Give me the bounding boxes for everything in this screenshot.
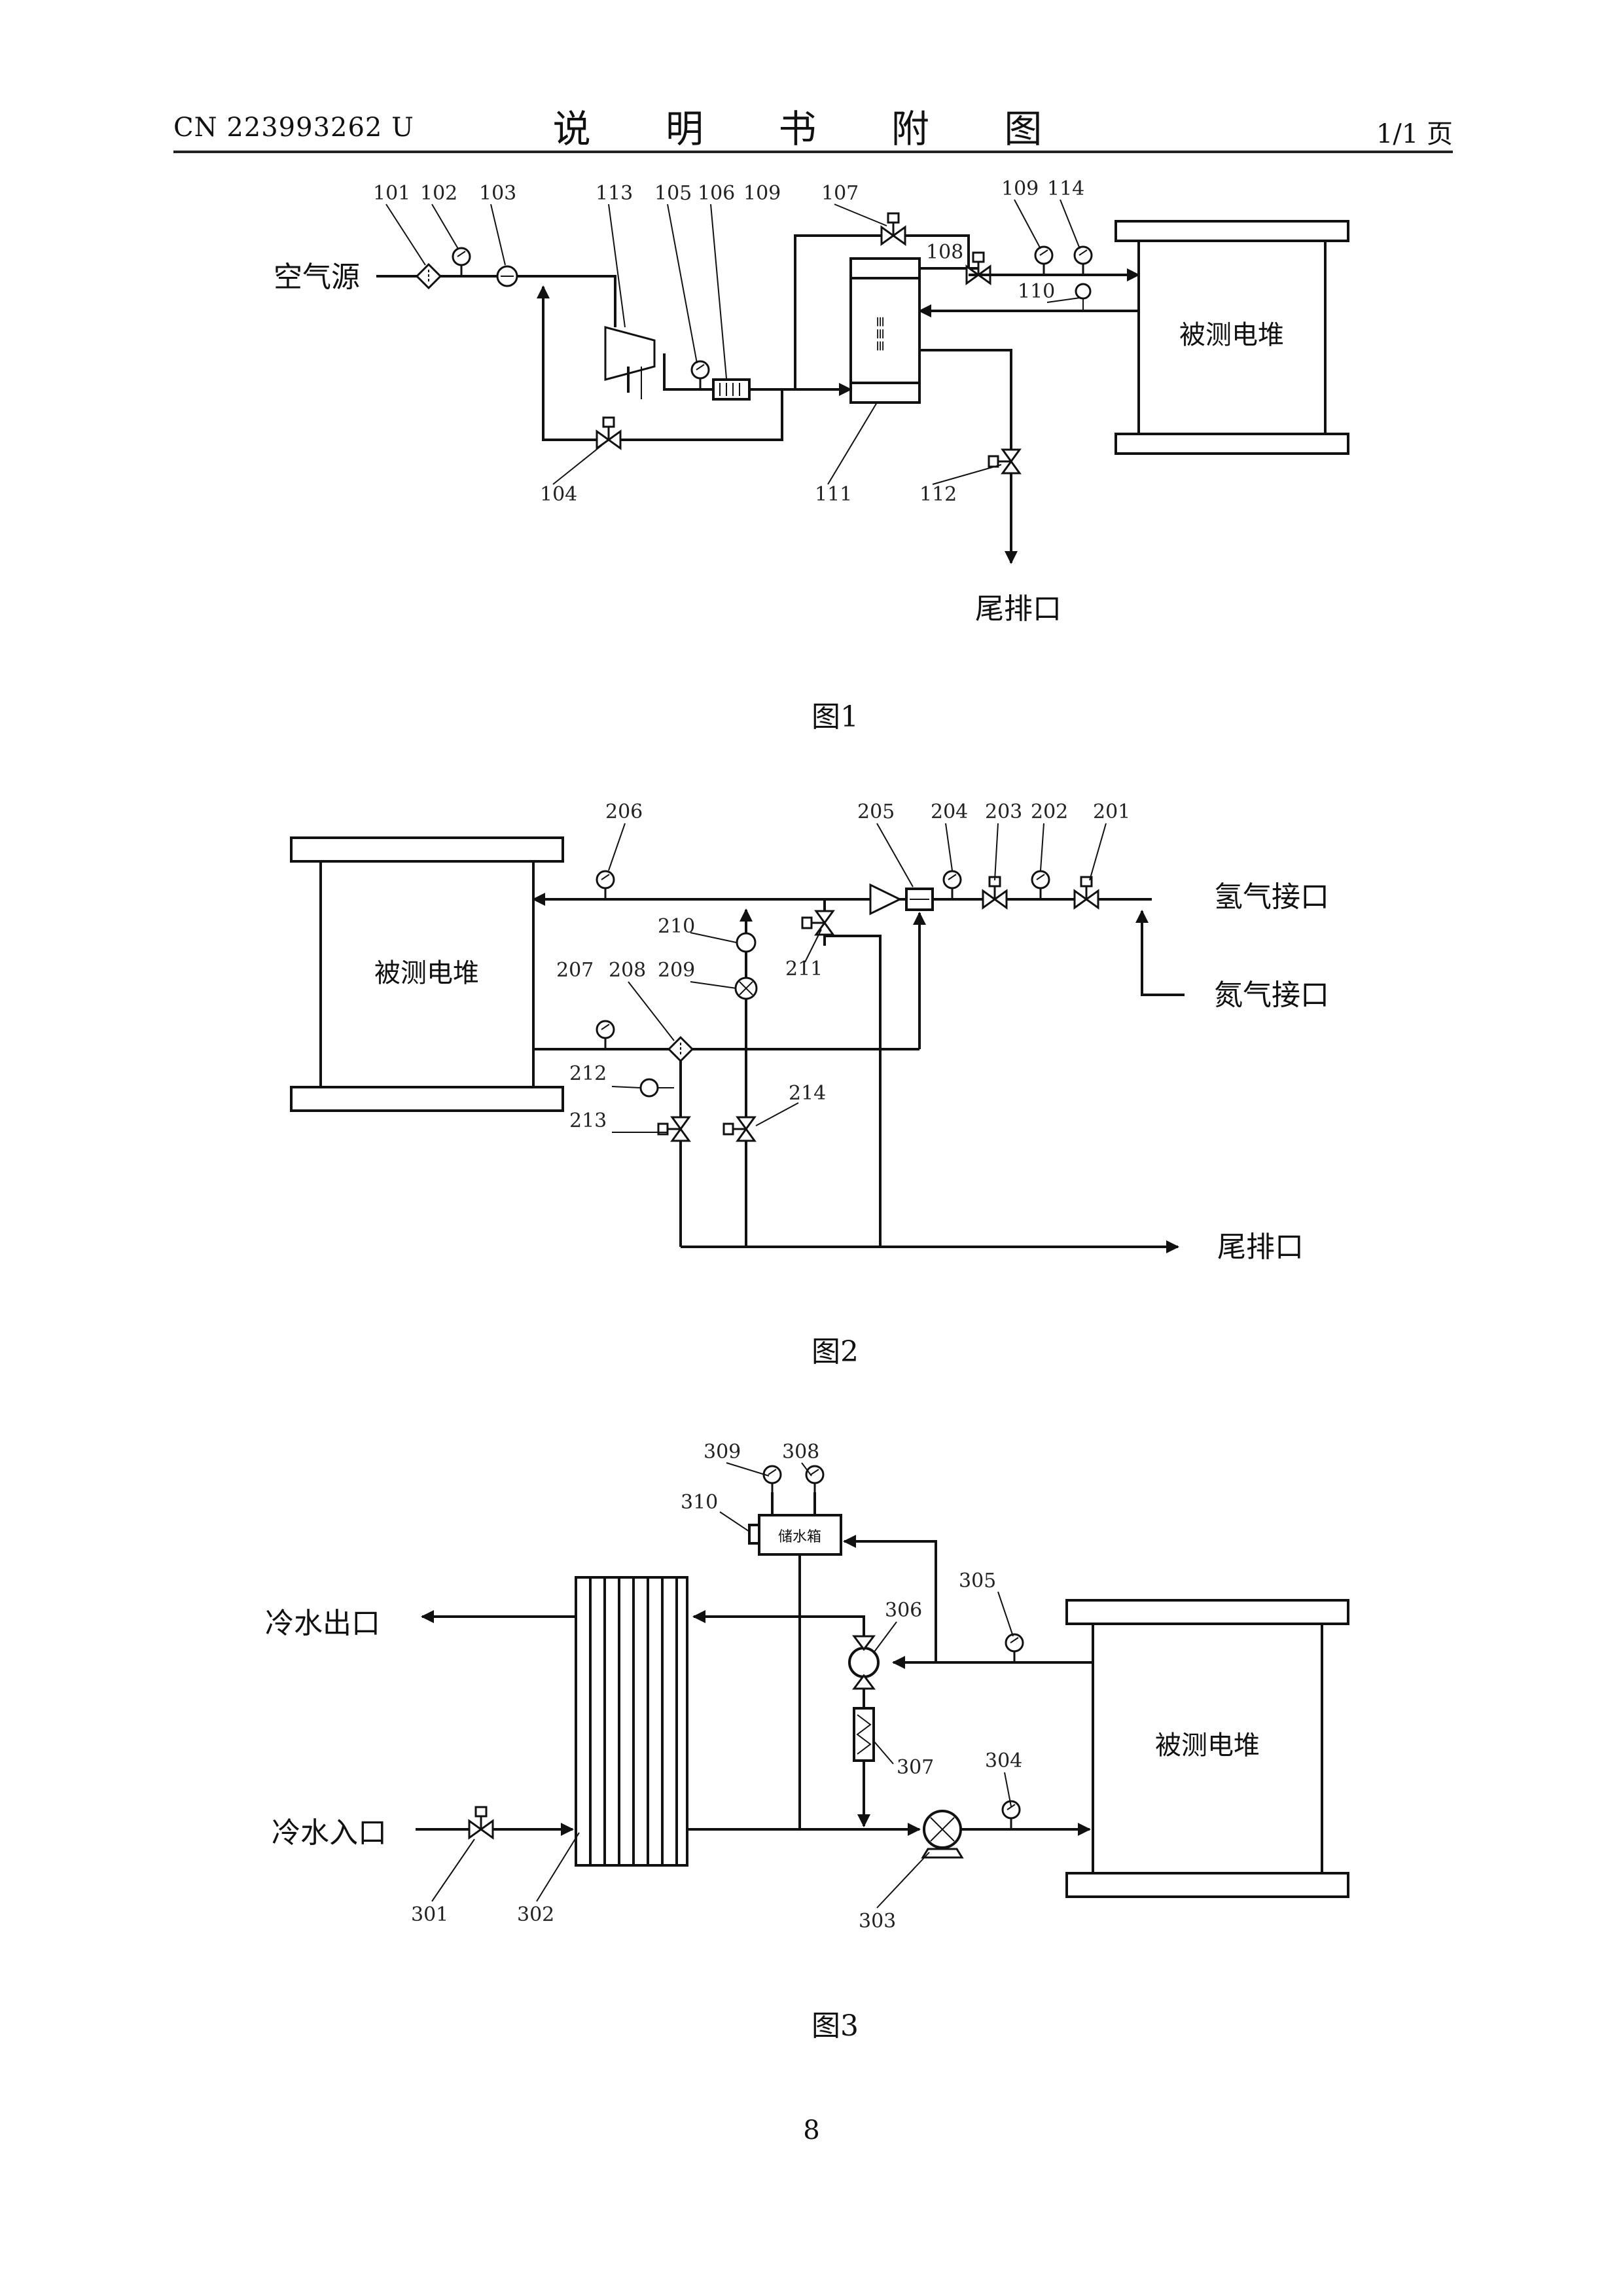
fig2-ref-211: 211	[785, 958, 823, 980]
fig2-gauge-204	[944, 871, 961, 899]
fig1-compressor-113	[605, 327, 654, 380]
fig3-ref-309: 309	[704, 1441, 741, 1463]
page-number: 8	[803, 2115, 819, 2145]
fig1-valve-108	[967, 253, 990, 283]
fig3-ref-305: 305	[959, 1570, 996, 1592]
fig3-caption: 图3	[812, 2009, 859, 2043]
fig2-valve-214	[724, 1117, 755, 1141]
fig3-gauge-308	[806, 1466, 823, 1494]
fig3-ref-307: 307	[897, 1756, 934, 1779]
fig2-ref-205: 205	[857, 800, 895, 823]
fig2-ref-210: 210	[658, 915, 695, 938]
fig3-tank-label: 储水箱	[778, 1529, 821, 1545]
figure-3: 冷水出口 冷水入口 被测电堆	[265, 1441, 1348, 2043]
fig3-ref-304: 304	[985, 1749, 1022, 1772]
fig2-ref-213: 213	[569, 1109, 607, 1132]
fig1-humidifier-body: ≡≡≡	[872, 315, 889, 351]
fig2-ref-214: 214	[789, 1082, 826, 1105]
fig3-stack-top-plate	[1067, 1600, 1348, 1624]
fig3-gauge-309	[764, 1466, 781, 1494]
fig3-cool-in-label: 冷水入口	[272, 1816, 387, 1850]
fig2-gauge-202	[1032, 871, 1049, 899]
fig2-relief-valve-211	[802, 911, 833, 935]
fig3-heat-exchanger-302	[576, 1577, 687, 1865]
fig1-valve-104	[597, 418, 620, 448]
fig1-ref-111: 111	[815, 483, 852, 506]
fig2-check-valve	[870, 885, 900, 914]
fig2-gauge-207	[597, 1021, 614, 1049]
fig1-ref-107: 107	[821, 182, 859, 205]
fig1-ref-105: 105	[654, 182, 692, 205]
fig3-stack-bottom-plate	[1067, 1873, 1348, 1897]
fig1-caption: 图1	[812, 700, 859, 734]
fig1-stack-top-plate	[1116, 221, 1348, 241]
fig1-ref-103: 103	[479, 182, 516, 205]
fig1-ref-108: 108	[926, 241, 963, 264]
fig2-stack-label: 被测电堆	[374, 958, 479, 988]
fig1-stack-bottom-plate	[1116, 434, 1348, 454]
fig2-ref-209: 209	[658, 959, 695, 982]
fig2-ref-207: 207	[556, 959, 594, 982]
fig2-ref-204: 204	[931, 800, 968, 823]
fig2-valve-201	[1075, 877, 1098, 908]
fig1-gauge-114	[1075, 247, 1092, 275]
fig1-ref-104: 104	[540, 483, 577, 506]
fig1-ref-112: 112	[919, 483, 957, 506]
fig1-valve-107	[882, 213, 905, 244]
fig2-check-210	[737, 933, 755, 952]
fig1-gauge-109	[1035, 247, 1052, 275]
fig2-exhaust-label: 尾排口	[1217, 1230, 1304, 1264]
fig3-valve-301	[469, 1807, 493, 1838]
fig3-ref-308: 308	[782, 1441, 819, 1463]
fig1-heat-exchanger-106	[713, 380, 749, 399]
fig2-hydrogen-label: 氢气接口	[1214, 880, 1329, 914]
fig1-exhaust-label: 尾排口	[975, 592, 1061, 626]
fig3-ref-302: 302	[517, 1903, 554, 1926]
fig2-gauge-206	[597, 871, 614, 899]
fig1-ref-109a: 109	[743, 182, 781, 205]
fig2-level-sensor-212	[641, 1079, 658, 1096]
fig1-air-source-label: 空气源	[274, 260, 360, 294]
fig3-ref-306: 306	[885, 1599, 922, 1622]
figure-2: 被测电堆 氢气接口 氮气接口 尾	[291, 800, 1329, 1369]
fig1-ref-110: 110	[1018, 280, 1055, 303]
fig1-gauge-105	[692, 361, 709, 389]
fig1-valve-112	[989, 450, 1020, 473]
fig3-ref-310: 310	[681, 1491, 718, 1514]
fig1-gauge-102	[453, 248, 470, 276]
fig1-ref-102: 102	[420, 182, 457, 205]
fig2-ref-202: 202	[1031, 800, 1068, 823]
fig2-nitrogen-label: 氮气接口	[1214, 978, 1329, 1012]
figure-1: 空气源 ≡≡≡	[274, 177, 1348, 734]
fig2-caption: 图2	[812, 1335, 859, 1369]
fig2-ref-212: 212	[569, 1062, 607, 1085]
fig1-stack-label: 被测电堆	[1179, 320, 1284, 350]
fig1-ref-106: 106	[698, 182, 735, 205]
fig1-ref-101: 101	[373, 182, 410, 205]
fig2-ref-203: 203	[985, 800, 1022, 823]
fig2-ref-201: 201	[1093, 800, 1130, 823]
fig1-ref-113: 113	[596, 182, 633, 205]
fig2-stack-top-plate	[291, 838, 563, 861]
fig1-sensor-110	[1076, 284, 1090, 298]
fig3-cool-out-label: 冷水出口	[265, 1607, 380, 1640]
fig2-ref-208: 208	[609, 959, 646, 982]
fig2-separator-208	[669, 1037, 692, 1061]
fig1-ref-109: 109	[1001, 177, 1039, 200]
fig2-ref-206: 206	[605, 800, 643, 823]
fig3-ref-303: 303	[859, 1910, 896, 1933]
fig2-stack-bottom-plate	[291, 1087, 563, 1111]
fig1-filter-101	[417, 264, 440, 288]
fig2-valve-213	[658, 1117, 689, 1141]
fig2-valve-203	[983, 877, 1007, 908]
fig3-gauge-305	[1006, 1634, 1023, 1662]
fig3-ref-301: 301	[411, 1903, 448, 1926]
fig3-stack-label: 被测电堆	[1155, 1731, 1260, 1761]
fig1-ref-114: 114	[1047, 177, 1084, 200]
